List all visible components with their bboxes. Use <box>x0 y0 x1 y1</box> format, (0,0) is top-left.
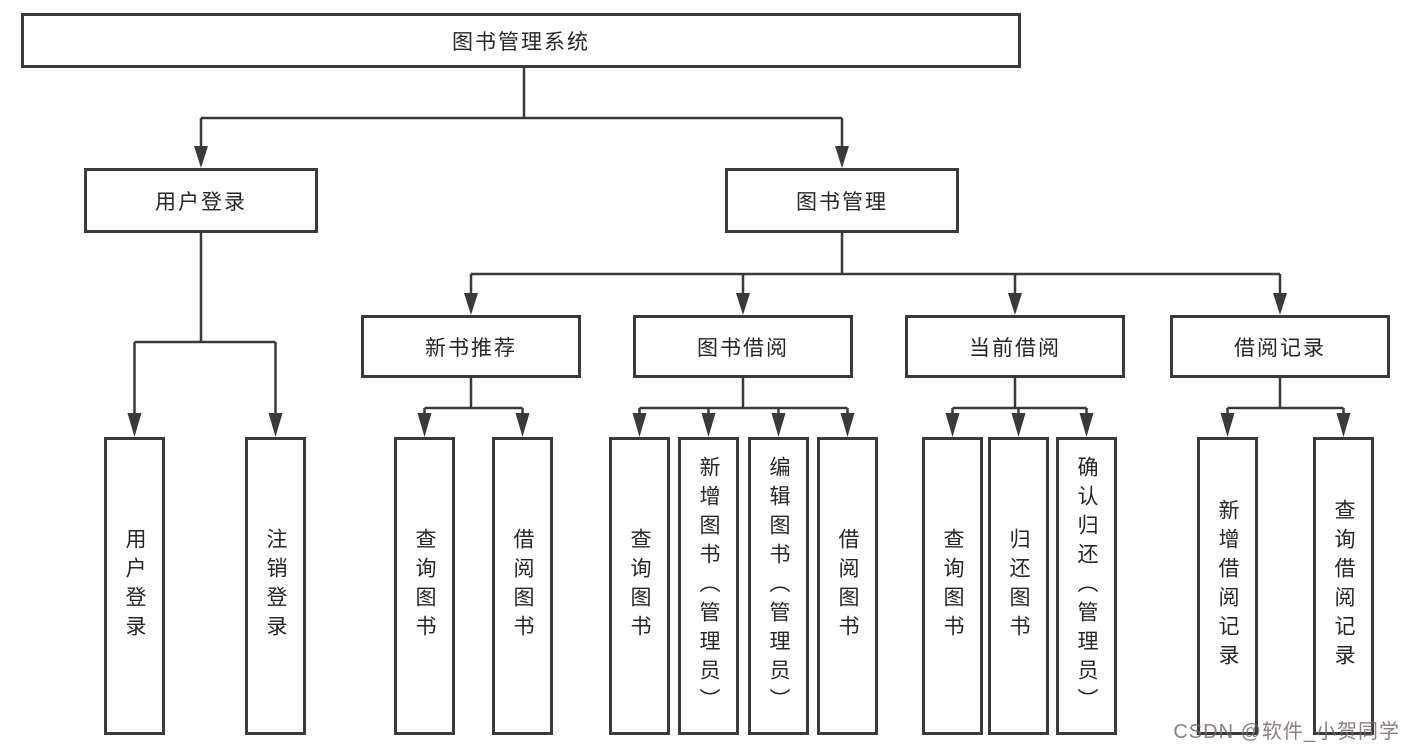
leaf-confirm-return-admin: 确认归还（管理员） <box>1056 437 1117 735</box>
leaf-query-borrow-record: 查询借阅记录 <box>1313 437 1374 735</box>
node-user-login: 用户登录 <box>84 168 318 233</box>
node-book-management: 图书管理 <box>725 168 959 233</box>
leaf-query-books-recommend: 查询图书 <box>394 437 455 735</box>
leaf-user-login: 用户登录 <box>104 437 165 735</box>
leaf-edit-books-admin: 编辑图书（管理员） <box>748 437 809 735</box>
leaf-return-books: 归还图书 <box>988 437 1049 735</box>
node-current-borrowing: 当前借阅 <box>905 315 1125 378</box>
node-new-book-recommendation: 新书推荐 <box>361 315 581 378</box>
leaf-logout: 注销登录 <box>245 437 306 735</box>
leaf-borrow-books: 借阅图书 <box>817 437 878 735</box>
csdn-watermark: CSDN @软件_小贺同学 <box>1173 721 1400 743</box>
leaf-borrow-books-recommend: 借阅图书 <box>492 437 553 735</box>
node-book-borrowing: 图书借阅 <box>633 315 853 378</box>
leaf-add-borrow-record: 新增借阅记录 <box>1197 437 1258 735</box>
node-root-system: 图书管理系统 <box>21 13 1021 68</box>
node-borrowing-records: 借阅记录 <box>1170 315 1390 378</box>
leaf-add-books-admin: 新增图书（管理员） <box>678 437 739 735</box>
leaf-query-books-current: 查询图书 <box>922 437 983 735</box>
leaf-query-books-borrow: 查询图书 <box>609 437 670 735</box>
